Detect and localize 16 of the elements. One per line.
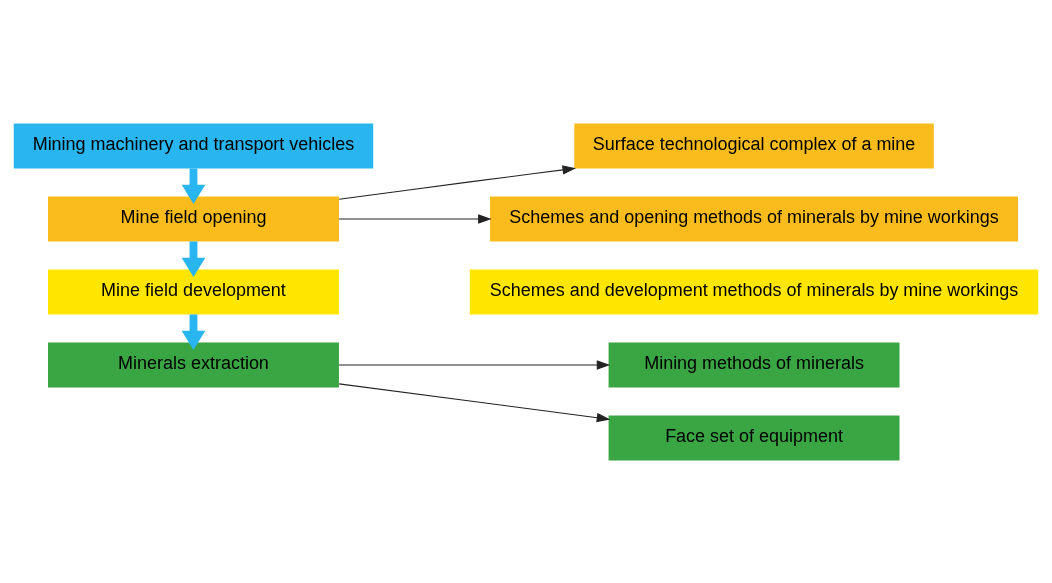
- node-box: Schemes and development methods of minerals by mine workings: [469, 269, 1039, 314]
- node-box: Minerals extraction: [48, 342, 339, 387]
- arrow: [181, 314, 206, 350]
- arrow: [338, 382, 611, 422]
- arrow: [338, 359, 611, 370]
- arrow: [338, 213, 492, 224]
- node-box: Mining machinery and transport vehicles: [13, 123, 374, 168]
- node-box: Mining methods of minerals: [608, 342, 900, 387]
- arrow: [181, 167, 206, 204]
- node-box: Schemes and opening methods of minerals by mine workings: [490, 196, 1019, 241]
- node-box: Face set of equipment: [608, 415, 900, 460]
- node-box: Surface technological complex of a mine: [574, 123, 934, 168]
- arrow: [338, 164, 576, 200]
- node-box: Mine field opening: [48, 196, 339, 241]
- node-box: Mine field development: [48, 269, 339, 314]
- arrow: [181, 240, 206, 277]
